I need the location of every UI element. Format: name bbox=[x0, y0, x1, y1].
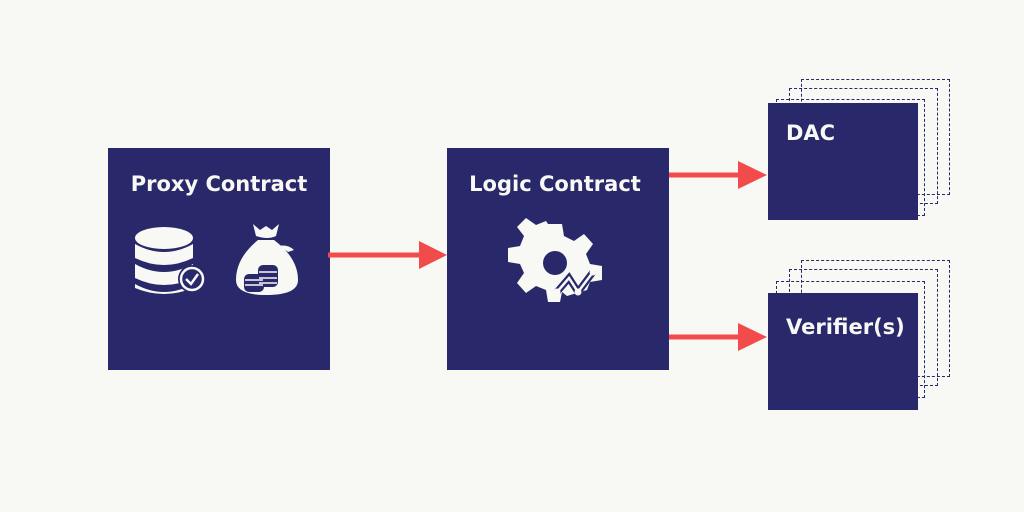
database-check-icon bbox=[135, 227, 206, 294]
verifier-label: Verifier(s) bbox=[786, 315, 905, 339]
gear-chart-icon bbox=[508, 218, 602, 302]
dac-label: DAC bbox=[786, 121, 836, 145]
proxy-contract-label: Proxy Contract bbox=[130, 172, 308, 196]
logic-contract-node: Logic Contract bbox=[447, 148, 669, 370]
money-bag-icon bbox=[236, 224, 298, 295]
dac-node: DAC bbox=[768, 103, 918, 220]
arrow-logic-to-verifier bbox=[669, 323, 767, 351]
verifier-node: Verifier(s) bbox=[768, 293, 918, 410]
arrow-logic-to-dac bbox=[669, 161, 767, 189]
proxy-contract-node: Proxy Contract bbox=[108, 148, 330, 370]
arrow-proxy-to-logic bbox=[328, 241, 447, 269]
logic-contract-label: Logic Contract bbox=[469, 172, 641, 196]
